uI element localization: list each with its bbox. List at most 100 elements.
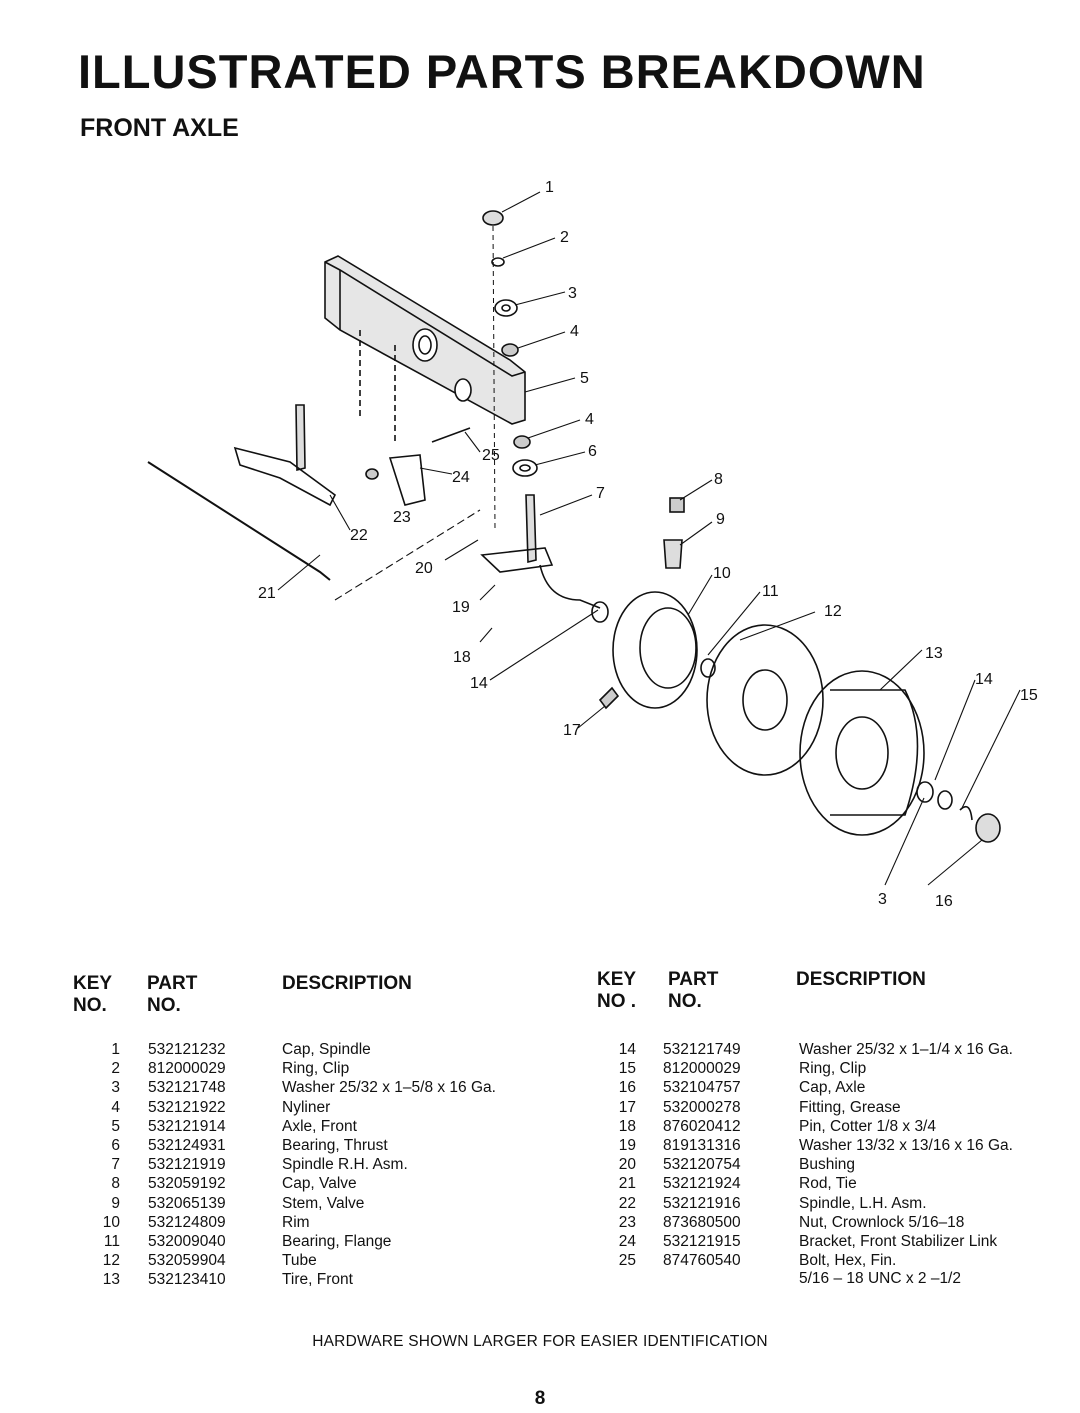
key-number: 11 (103, 1232, 120, 1250)
key-number: 19 (618, 1136, 636, 1154)
part-number: 532121924 (663, 1175, 741, 1193)
part-description: Axle, Front (282, 1117, 357, 1135)
key-number: 20 (618, 1156, 636, 1174)
part-number: 873680500 (663, 1213, 741, 1231)
part-number: 532120754 (663, 1156, 741, 1174)
key-number: 7 (111, 1156, 120, 1174)
part-description: Bearing, Flange (282, 1232, 392, 1250)
key-number: 25 (618, 1252, 636, 1270)
callout-14-left: 14 (470, 675, 488, 692)
part-number: 532059904 (148, 1252, 226, 1270)
part-number: 532121749 (663, 1041, 741, 1058)
part-number: 532124931 (148, 1136, 226, 1154)
part-number: 532121919 (148, 1156, 226, 1174)
callout-16: 16 (935, 893, 953, 910)
callout-7: 7 (596, 485, 605, 502)
leader-lines (277, 191, 1021, 886)
callout-23: 23 (393, 509, 411, 526)
front-axle-exploded-diagram: 1 2 3 4 5 4 25 6 24 8 7 23 22 9 20 10 21… (147, 179, 1038, 910)
callout-20: 20 (415, 560, 433, 577)
key-number: 9 (111, 1194, 120, 1212)
callout-6: 6 (588, 443, 597, 460)
part-number: 532104757 (663, 1079, 741, 1097)
key-number: 1 (111, 1041, 120, 1058)
hub-parts-drawing (598, 658, 1001, 843)
callout-22: 22 (350, 527, 368, 544)
part-description: Ring, Clip (282, 1060, 350, 1078)
part-number: 532000278 (663, 1098, 741, 1116)
callout-24: 24 (452, 469, 470, 486)
callout-10: 10 (713, 565, 731, 582)
part-description: Washer 13/32 x 13/16 x 16 Ga. (799, 1136, 1013, 1154)
rim-drawing (591, 591, 698, 709)
key-number: 24 (618, 1232, 636, 1250)
callout-1: 1 (545, 179, 554, 196)
part-number: 532121922 (148, 1098, 226, 1116)
callout-13: 13 (925, 645, 943, 662)
part-description: Washer 25/32 x 1–1/4 x 16 Ga. (799, 1041, 1013, 1058)
spindle-stack-drawing (482, 210, 538, 531)
callout-19: 19 (452, 599, 470, 616)
part-number: 532121915 (663, 1232, 741, 1250)
part-description: Cap, Axle (799, 1079, 866, 1097)
part-description: Tube (282, 1252, 317, 1270)
key-number: 12 (102, 1252, 120, 1270)
key-number: 17 (618, 1098, 636, 1116)
callout-18: 18 (453, 649, 471, 666)
part-description: Bushing (799, 1156, 856, 1174)
callout-15: 15 (1020, 687, 1038, 704)
section-title: FRONT AXLE (80, 114, 239, 142)
callout-2: 2 (560, 229, 569, 246)
callout-labels: 1 2 3 4 5 4 25 6 24 8 7 23 22 9 20 10 21… (258, 179, 1038, 910)
part-number: 532009040 (148, 1232, 226, 1250)
part-description: Pin, Cotter 1/8 x 3/4 (799, 1117, 936, 1135)
callout-25: 25 (482, 447, 500, 464)
part-number: 812000029 (663, 1060, 741, 1078)
key-number: 22 (618, 1194, 636, 1212)
tire-drawing (799, 670, 925, 836)
callout-3b: 3 (878, 891, 887, 908)
callout-21: 21 (258, 585, 276, 602)
callout-4: 4 (570, 323, 579, 340)
part-description: Tire, Front (282, 1271, 353, 1289)
hardware-note: HARDWARE SHOWN LARGER FOR EASIER IDENTIF… (312, 1333, 768, 1350)
part-description: Stem, Valve (282, 1194, 365, 1212)
part-number: 812000029 (148, 1060, 226, 1078)
part-description: Spindle, L.H. Asm. (799, 1194, 927, 1212)
part-number: 532121748 (148, 1079, 226, 1097)
part-description: Rim (282, 1213, 310, 1231)
part-description: Bearing, Thrust (282, 1136, 388, 1154)
part-description: Washer 25/32 x 1–5/8 x 16 Ga. (282, 1079, 496, 1097)
part-number: 532123410 (148, 1271, 226, 1289)
part-number: 532065139 (148, 1194, 226, 1212)
key-number: 14 (618, 1041, 636, 1058)
part-number: 876020412 (663, 1117, 741, 1135)
key-number: 8 (111, 1175, 120, 1193)
part-number: 532121232 (148, 1041, 226, 1058)
lh-spindle-drawing (147, 404, 337, 581)
part-number: 874760540 (663, 1252, 741, 1270)
part-description: Nyliner (282, 1098, 331, 1116)
callout-12: 12 (824, 603, 842, 620)
part-number: 532124809 (148, 1213, 226, 1231)
key-number: 21 (618, 1175, 636, 1193)
key-number: 6 (111, 1136, 120, 1154)
callout-5: 5 (580, 370, 589, 387)
key-number: 16 (618, 1079, 636, 1097)
key-number: 18 (618, 1117, 636, 1135)
rh-spindle-drawing (480, 494, 601, 609)
part-description: Bolt, Hex, Fin. (799, 1252, 897, 1270)
part-number: 819131316 (663, 1136, 741, 1154)
left-header-description: DESCRIPTION (282, 973, 412, 994)
callout-3: 3 (568, 285, 577, 302)
part-number: 532121916 (663, 1194, 741, 1212)
right-header-description: DESCRIPTION (796, 969, 926, 990)
key-number: 10 (102, 1213, 120, 1231)
valve-drawing (663, 497, 685, 569)
front-axle-drawing (324, 255, 526, 445)
key-number: 15 (618, 1060, 636, 1078)
page-number: 8 (534, 1388, 546, 1409)
